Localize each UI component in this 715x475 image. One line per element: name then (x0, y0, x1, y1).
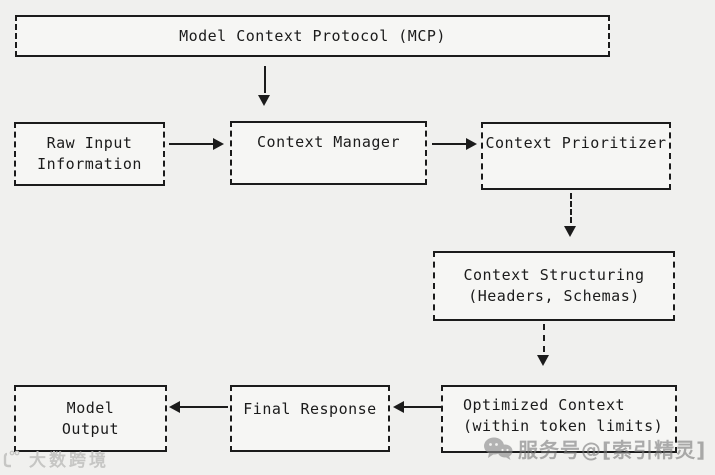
watermark-right-text: 服务号@[索引精灵] (518, 438, 707, 462)
node-mcp-label: Model Context Protocol (MCP) (179, 26, 446, 45)
watermark-bottom-right: 服务号@[索引精灵] (483, 434, 706, 463)
node-optimized-context-line1: Optimized Context (463, 396, 626, 414)
node-optimized-context: Optimized Context (within token limits) (441, 385, 677, 453)
arrowhead-right-icon (213, 138, 224, 150)
node-raw-input-line2: Information (37, 155, 142, 173)
connector-mcp-down (264, 66, 266, 93)
node-final-response: Final Response (230, 385, 390, 452)
node-context-manager-label: Context Manager (257, 133, 400, 151)
node-final-response-label: Final Response (243, 400, 377, 418)
watermark-bottom-left: 大数跨境 (3, 446, 109, 471)
arrowhead-left-icon (169, 401, 180, 413)
node-model-output-line2: Output (61, 419, 120, 438)
node-context-manager: Context Manager (230, 121, 427, 185)
node-raw-input-line1: Raw Input (46, 134, 133, 152)
watermark-left-text: 大数跨境 (29, 451, 109, 471)
node-context-structuring-line2: (Headers, Schemas) (468, 287, 640, 305)
node-model-output: Model Output (14, 385, 167, 452)
node-raw-input: Raw Input Information (14, 122, 165, 186)
node-context-structuring-line1: Context Structuring (463, 266, 645, 284)
arrowhead-down-icon (537, 355, 549, 366)
arrowhead-down-icon (564, 226, 576, 237)
connector-structuring-down (543, 324, 545, 352)
node-mcp: Model Context Protocol (MCP) (15, 15, 610, 57)
connector-prioritizer-down (570, 193, 572, 223)
node-context-structuring: Context Structuring (Headers, Schemas) (433, 251, 675, 321)
node-context-prioritizer-label: Context Prioritizer (485, 134, 667, 152)
node-optimized-context-line2: (within token limits) (463, 417, 664, 435)
connector-optimized-final (404, 406, 441, 408)
brand-logo-icon (3, 449, 25, 469)
connector-rawinput-manager (169, 143, 215, 145)
wechat-icon (483, 436, 513, 462)
node-model-output-line1: Model (66, 398, 115, 417)
arrowhead-left-icon (393, 401, 404, 413)
connector-manager-prioritizer (432, 143, 468, 145)
arrowhead-right-icon (466, 138, 477, 150)
node-context-prioritizer: Context Prioritizer (481, 122, 671, 190)
arrowhead-down-icon (258, 95, 270, 106)
connector-final-output (180, 406, 228, 408)
